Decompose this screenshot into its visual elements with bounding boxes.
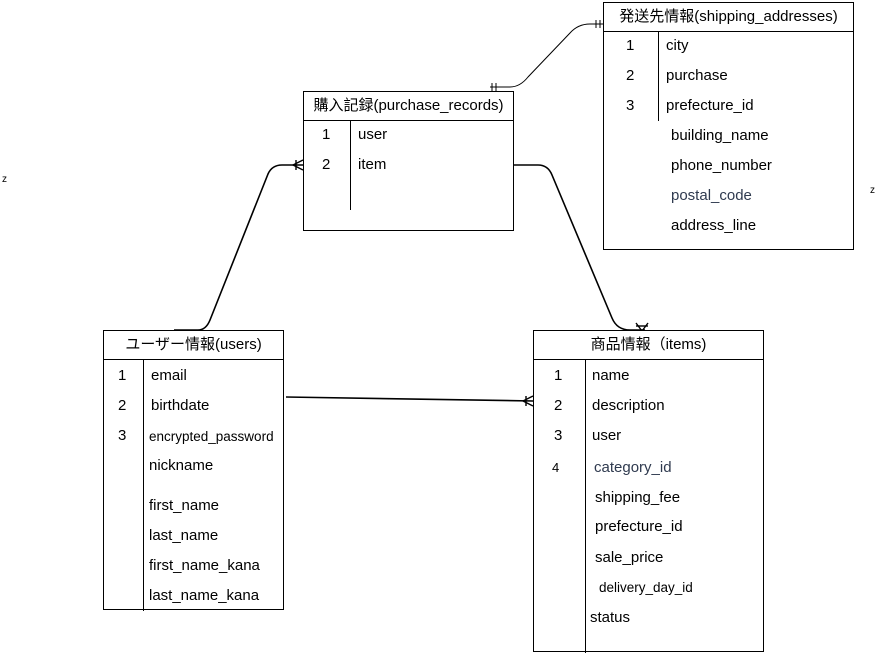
entity-items[interactable]: 商品情報（items) 1 name 2 description 3 user …: [533, 330, 764, 653]
attribute-purchase: purchase: [666, 67, 728, 84]
attribute-user: user: [592, 427, 622, 444]
attribute-user: user: [358, 126, 388, 143]
row-number: 1: [118, 367, 127, 384]
attribute-item: item: [358, 156, 387, 173]
attribute-first-name: first_name: [149, 497, 220, 514]
attribute-first-name-kana: first_name_kana: [149, 557, 260, 574]
entity-title: ユーザー情報(users): [104, 331, 283, 360]
entity-users[interactable]: ユーザー情報(users) 1 email 2 birthdate 3 encr…: [103, 330, 284, 611]
attribute-building-name: building_name: [671, 127, 769, 144]
attribute-sale-price: sale_price: [595, 549, 664, 566]
column-divider: [585, 360, 586, 653]
connector-purchase-items: [513, 164, 645, 331]
row-number: 2: [554, 397, 563, 414]
connector-users-items: [285, 396, 534, 402]
attribute-address-line: address_line: [671, 217, 757, 234]
attribute-phone-number: phone_number: [671, 157, 772, 174]
row-number: 1: [322, 126, 331, 143]
row-number: 3: [554, 427, 563, 444]
column-divider: [143, 360, 144, 611]
row-number: 2: [118, 397, 127, 414]
connector-purchase-shipping: [490, 23, 604, 88]
column-divider: [658, 32, 659, 121]
attribute-status: status: [590, 609, 631, 626]
entity-shipping-addresses[interactable]: 発送先情報(shipping_addresses) 1 city 2 purch…: [603, 2, 854, 250]
entity-title: 商品情報（items): [534, 331, 763, 360]
margin-mark-right: z: [870, 185, 875, 196]
row-number: 2: [322, 156, 331, 173]
attribute-last-name-kana: last_name_kana: [149, 587, 260, 604]
many-marker: [291, 159, 304, 171]
row-number: 1: [626, 37, 635, 54]
connector-users-purchase: [174, 164, 303, 331]
attribute-prefecture-id: prefecture_id: [595, 518, 683, 535]
attribute-description: description: [592, 397, 665, 414]
row-number: 1: [554, 367, 563, 384]
attribute-delivery-day-id: delivery_day_id: [599, 580, 693, 595]
attribute-birthdate: birthdate: [151, 397, 210, 414]
attribute-postal-code: postal_code: [671, 187, 752, 204]
entity-purchase-records[interactable]: 購入記録(purchase_records) 1 user 2 item: [303, 91, 514, 231]
attribute-name: name: [592, 367, 630, 384]
attribute-city: city: [666, 37, 689, 54]
row-number: 2: [626, 67, 635, 84]
row-number: 3: [626, 97, 635, 114]
attribute-last-name: last_name: [149, 527, 219, 544]
attribute-category-id: category_id: [594, 459, 672, 476]
row-number: 3: [118, 427, 127, 444]
row-number: 4: [552, 460, 560, 475]
margin-mark-left: z: [2, 174, 7, 185]
attribute-encrypted-password: encrypted_password: [149, 429, 274, 444]
attribute-prefecture-id: prefecture_id: [666, 97, 754, 114]
entity-title: 購入記録(purchase_records): [304, 92, 513, 121]
many-marker: [521, 395, 534, 407]
column-divider: [350, 121, 351, 210]
attribute-shipping-fee: shipping_fee: [595, 489, 681, 506]
attribute-email: email: [151, 367, 187, 384]
attribute-nickname: nickname: [149, 457, 214, 474]
entity-title: 発送先情報(shipping_addresses): [604, 3, 853, 32]
